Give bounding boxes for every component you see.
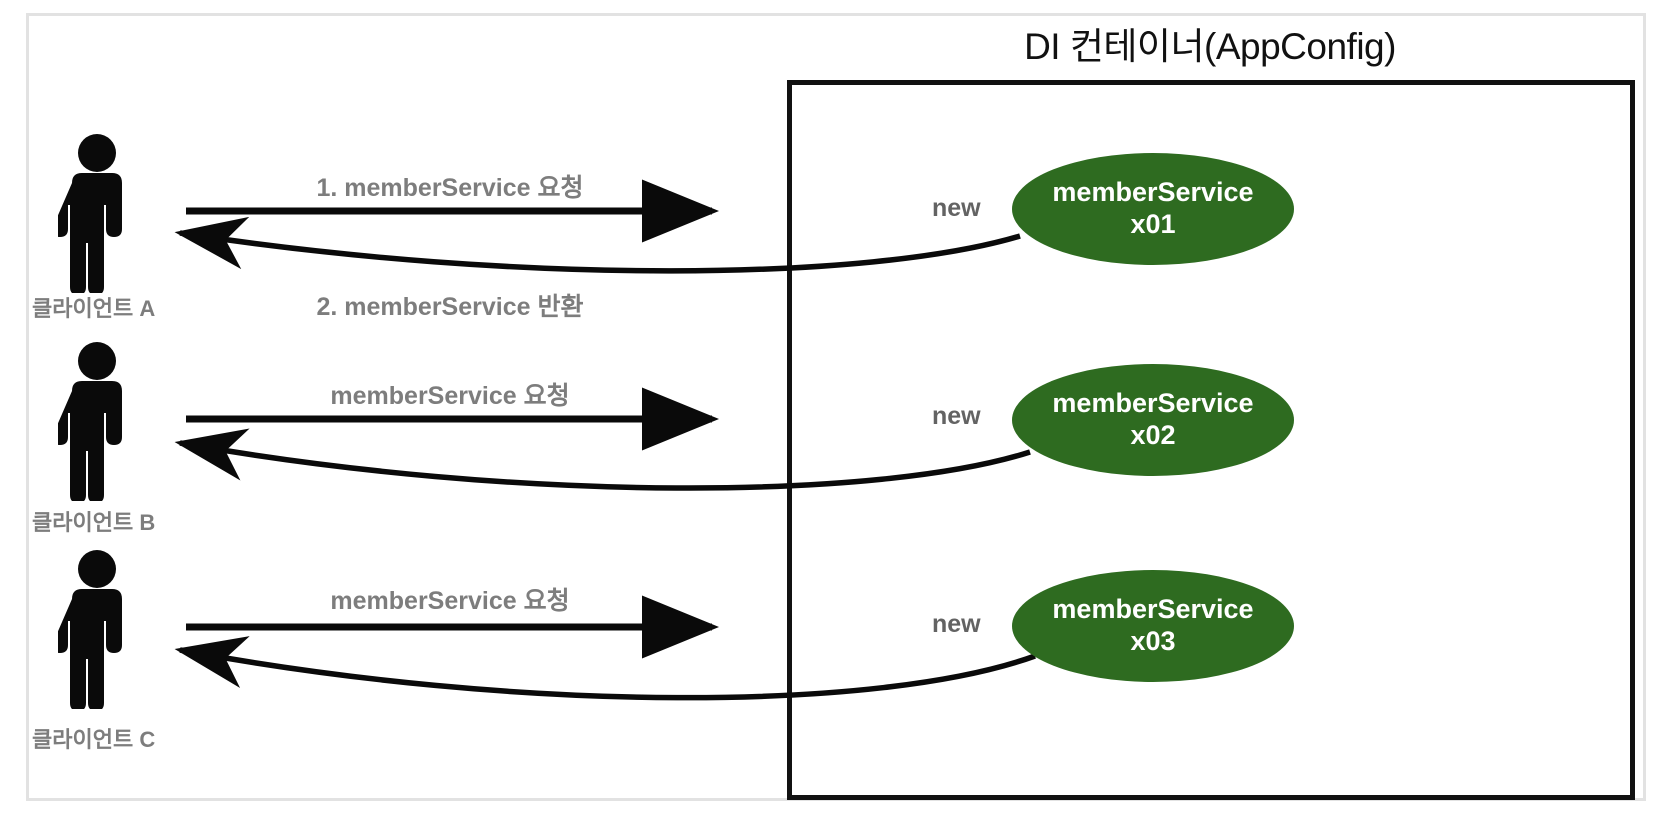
- di-container-box: [787, 80, 1635, 800]
- bean-memberservice-x01: memberService x01: [1012, 153, 1294, 265]
- person-icon: [58, 341, 136, 501]
- new-label-3: new: [932, 610, 981, 638]
- return-label-1: 2. memberService 반환: [316, 293, 584, 321]
- page-title: DI 컨테이너(AppConfig): [1024, 26, 1396, 67]
- new-label-1: new: [932, 194, 981, 222]
- bean-line-2: x03: [1130, 626, 1176, 656]
- client-label-a: 클라이언트 A: [32, 296, 156, 321]
- person-icon: [58, 133, 136, 293]
- new-label-2: new: [932, 402, 981, 430]
- bean-line-2: x01: [1130, 209, 1176, 239]
- client-label-c: 클라이언트 C: [32, 727, 156, 752]
- person-icon: [58, 549, 136, 709]
- bean-line-1: memberService: [1052, 177, 1254, 208]
- bean-memberservice-x03: memberService x03: [1012, 570, 1294, 682]
- bean-memberservice-x02: memberService x02: [1012, 364, 1294, 476]
- bean-line-1: memberService: [1052, 388, 1254, 419]
- request-label-3: memberService 요청: [330, 587, 570, 615]
- client-label-b: 클라이언트 B: [32, 510, 156, 535]
- request-label-1: 1. memberService 요청: [316, 174, 584, 202]
- bean-line-2: x02: [1130, 420, 1176, 450]
- bean-line-1: memberService: [1052, 594, 1254, 625]
- request-label-2: memberService 요청: [330, 382, 570, 410]
